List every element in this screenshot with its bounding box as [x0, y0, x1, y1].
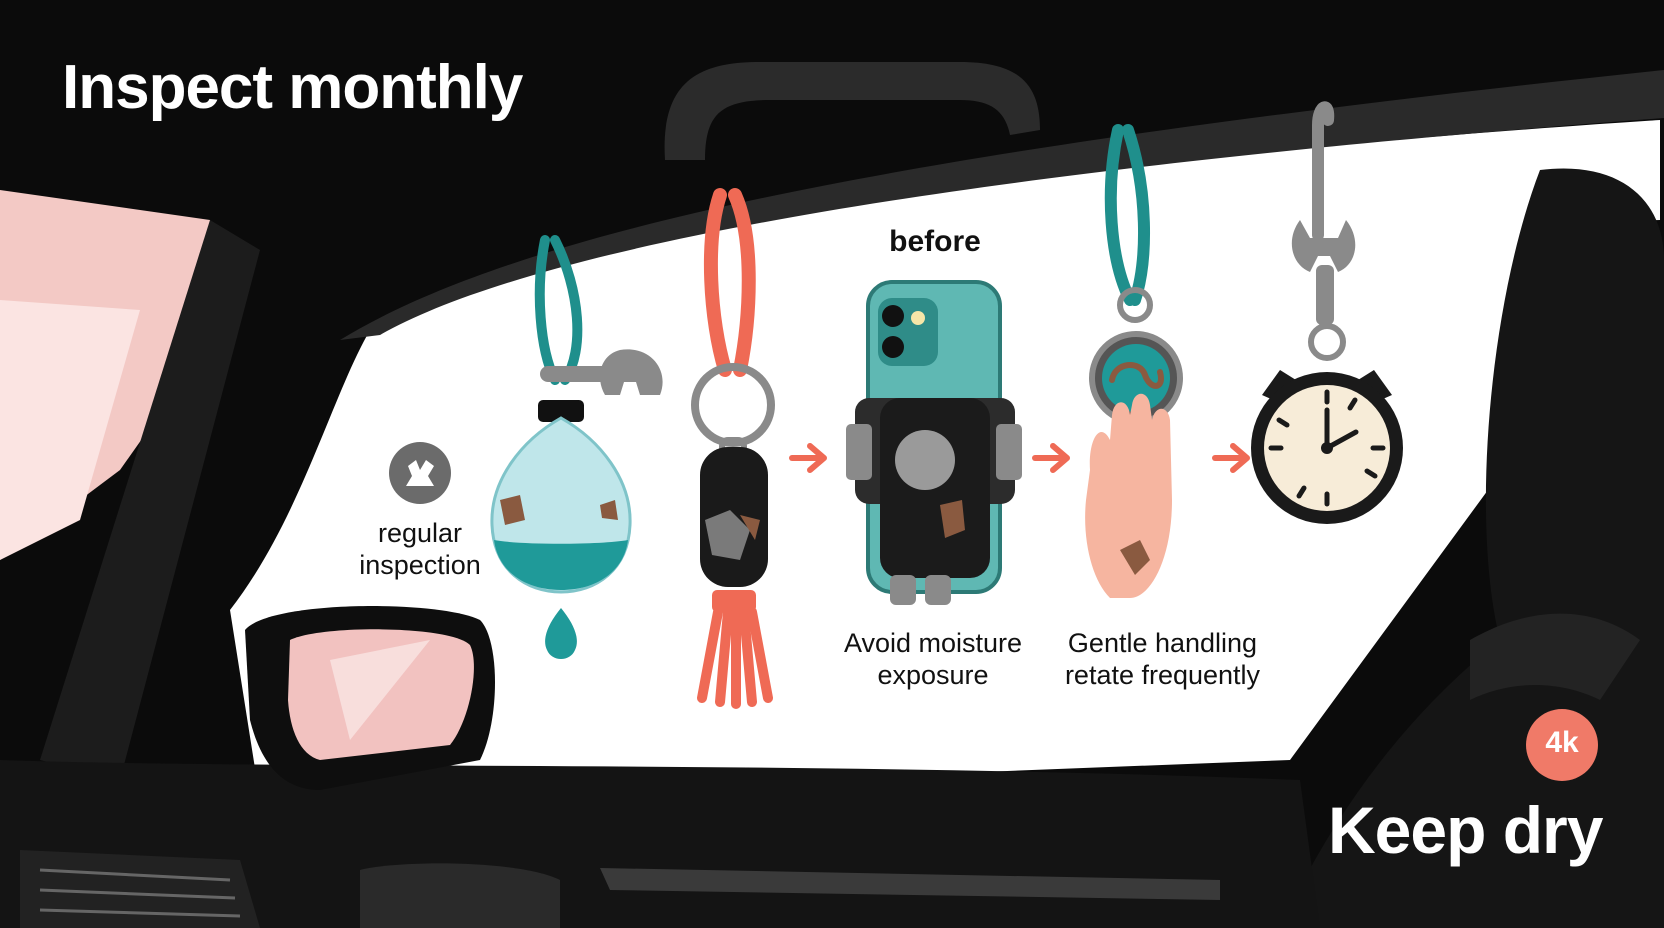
- arrow-right-icon: [1212, 443, 1250, 473]
- label-regular-inspection: regular inspection: [359, 518, 481, 580]
- badge-circle: [1526, 709, 1598, 781]
- label-before: before: [889, 225, 981, 258]
- badge-label: 4k: [1545, 726, 1579, 759]
- arrow-right-icon: [789, 443, 827, 473]
- phone-mount-icon: [846, 280, 1022, 605]
- label-avoid-moisture: Avoid moisture exposure: [843, 628, 1023, 690]
- wrench-icon: [540, 349, 663, 395]
- medallion-hand-icon: [1085, 331, 1183, 598]
- headline: Inspect monthly: [62, 53, 523, 122]
- arrow-right-icon: [1032, 443, 1070, 473]
- footer-headline: Keep dry: [1328, 793, 1603, 867]
- label-gentle-handling: Gentle handling retate frequently: [1064, 628, 1261, 690]
- grab-handle: [664, 62, 1040, 160]
- stopwatch-icon: [1251, 370, 1403, 524]
